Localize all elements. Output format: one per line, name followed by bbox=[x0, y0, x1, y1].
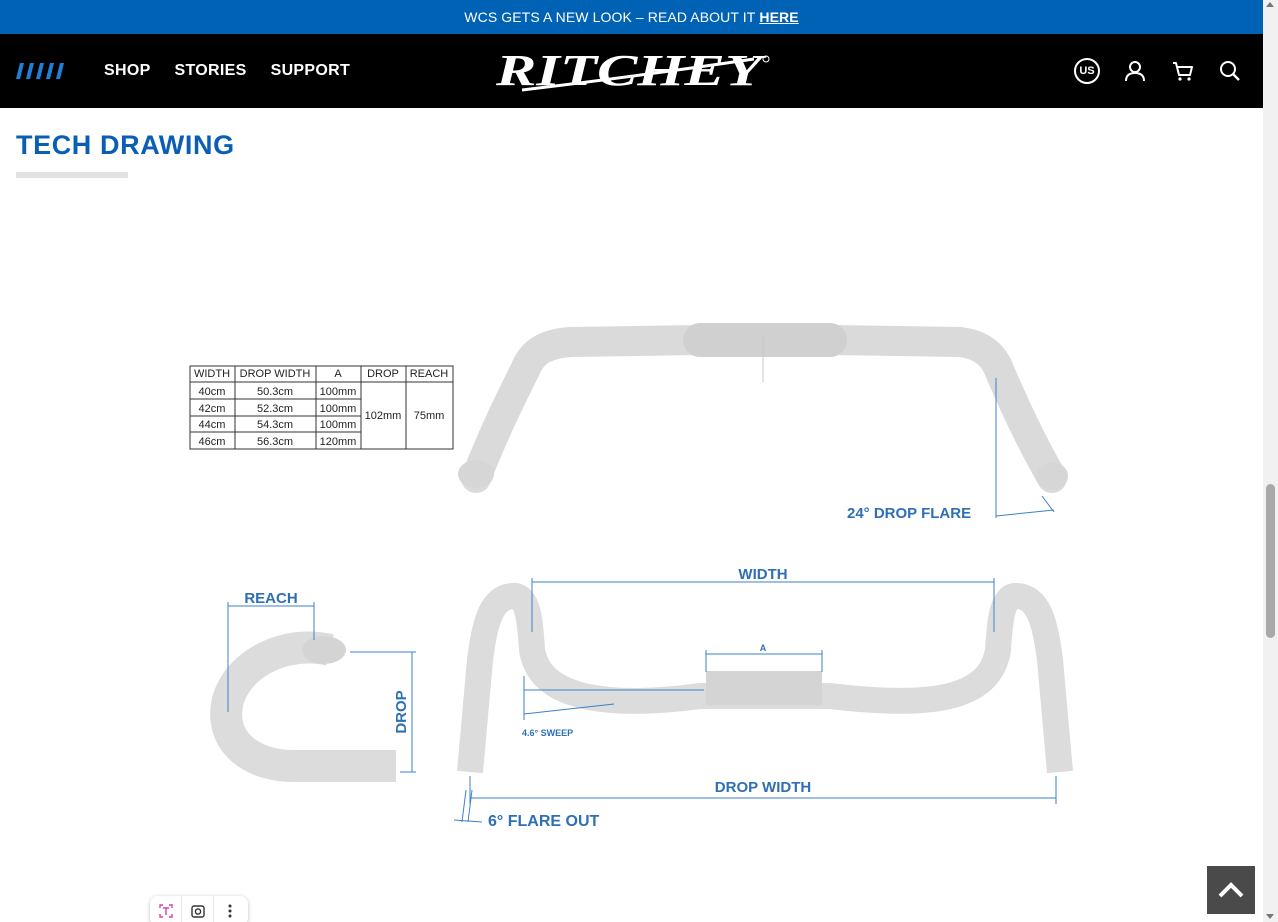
page-title: TECH DRAWING bbox=[16, 130, 235, 160]
scrollbar-thumb[interactable] bbox=[1266, 484, 1275, 638]
table-cell: 42cm bbox=[199, 403, 226, 415]
table-header-drop: DROP bbox=[367, 368, 399, 380]
chevron-up-icon bbox=[1218, 882, 1244, 898]
label-sweep: 4.6° SWEEP bbox=[522, 728, 573, 738]
floating-toolbar bbox=[150, 896, 248, 922]
table-cell: 44cm bbox=[199, 419, 226, 431]
label-reach: REACH bbox=[244, 590, 297, 607]
page-scrollbar[interactable] bbox=[1263, 0, 1278, 922]
more-options-button[interactable] bbox=[214, 896, 246, 922]
cart-icon bbox=[1173, 62, 1193, 81]
more-vertical-icon bbox=[228, 904, 232, 918]
label-drop-width: DROP WIDTH bbox=[715, 779, 811, 796]
table-cell: 54.3cm bbox=[257, 419, 293, 431]
lens-icon bbox=[190, 905, 205, 918]
table-cell: 100mm bbox=[320, 403, 357, 415]
table-cell: 56.3cm bbox=[257, 436, 293, 448]
brand-logo-text: RITCHEY bbox=[495, 49, 768, 93]
account-icon bbox=[1125, 61, 1145, 82]
region-icon: US bbox=[1074, 58, 1100, 84]
site-header: SHOP STORIES SUPPORT RITCHEY US bbox=[0, 34, 1263, 108]
table-cell: 50.3cm bbox=[257, 386, 293, 398]
table-cell: 100mm bbox=[320, 419, 357, 431]
nav-support[interactable]: SUPPORT bbox=[270, 62, 351, 79]
search-button[interactable] bbox=[1215, 56, 1245, 86]
table-header-reach: REACH bbox=[410, 368, 449, 380]
table-header-drop-width: DROP WIDTH bbox=[240, 368, 311, 380]
label-drop-flare: 24° DROP FLARE bbox=[847, 505, 971, 522]
handlebar-front-view bbox=[457, 583, 1073, 774]
announcement-text: WCS GETS A NEW LOOK – READ ABOUT IT bbox=[464, 9, 756, 25]
table-cell-reach: 75mm bbox=[414, 410, 445, 422]
side-dimensions bbox=[227, 602, 416, 773]
cart-button[interactable] bbox=[1168, 56, 1198, 86]
main-nav: SHOP STORIES SUPPORT bbox=[104, 34, 350, 108]
table-cell: 100mm bbox=[320, 386, 357, 398]
table-cell: 52.3cm bbox=[257, 403, 293, 415]
table-cell: 46cm bbox=[199, 436, 226, 448]
title-underline bbox=[16, 172, 128, 178]
brand-logo[interactable]: RITCHEY bbox=[492, 49, 774, 93]
front-dimensions bbox=[453, 578, 1057, 823]
handlebar-top-view bbox=[458, 323, 1068, 493]
back-to-top-button[interactable] bbox=[1207, 866, 1255, 914]
drop-flare-dimension bbox=[995, 378, 1055, 518]
registered-mark bbox=[762, 55, 770, 63]
scroll-up-arrow[interactable] bbox=[1266, 2, 1274, 7]
text-select-button[interactable] bbox=[150, 896, 182, 922]
visual-search-button[interactable] bbox=[182, 896, 214, 922]
nav-shop[interactable]: SHOP bbox=[104, 62, 151, 79]
scroll-down-arrow[interactable] bbox=[1266, 914, 1274, 919]
nav-stories[interactable]: STORIES bbox=[174, 62, 247, 79]
account-button[interactable] bbox=[1120, 56, 1150, 86]
table-header-a: A bbox=[334, 368, 342, 380]
tech-drawing: WIDTH DROP WIDTH A DROP REACH 40cm 50.3c… bbox=[189, 323, 1073, 830]
announcement-bar: WCS GETS A NEW LOOK – READ ABOUT IT HERE bbox=[0, 0, 1263, 34]
search-icon bbox=[1220, 61, 1240, 81]
announcement-link[interactable]: HERE bbox=[759, 9, 799, 25]
label-drop: DROP bbox=[393, 690, 410, 733]
menu-stripes-icon[interactable] bbox=[16, 63, 66, 79]
table-cell: 40cm bbox=[199, 386, 226, 398]
label-flare-out: 6° FLARE OUT bbox=[488, 813, 600, 830]
logo-swoosh bbox=[521, 57, 755, 92]
handlebar-side-view bbox=[210, 631, 396, 783]
region-selector[interactable]: US bbox=[1072, 56, 1102, 86]
table-cell: 120mm bbox=[320, 436, 357, 448]
spec-table bbox=[189, 365, 454, 450]
table-header-width: WIDTH bbox=[194, 368, 230, 380]
label-a: A bbox=[760, 643, 767, 653]
label-width: WIDTH bbox=[738, 566, 787, 583]
text-select-icon bbox=[158, 904, 173, 918]
table-cell-drop: 102mm bbox=[365, 410, 402, 422]
